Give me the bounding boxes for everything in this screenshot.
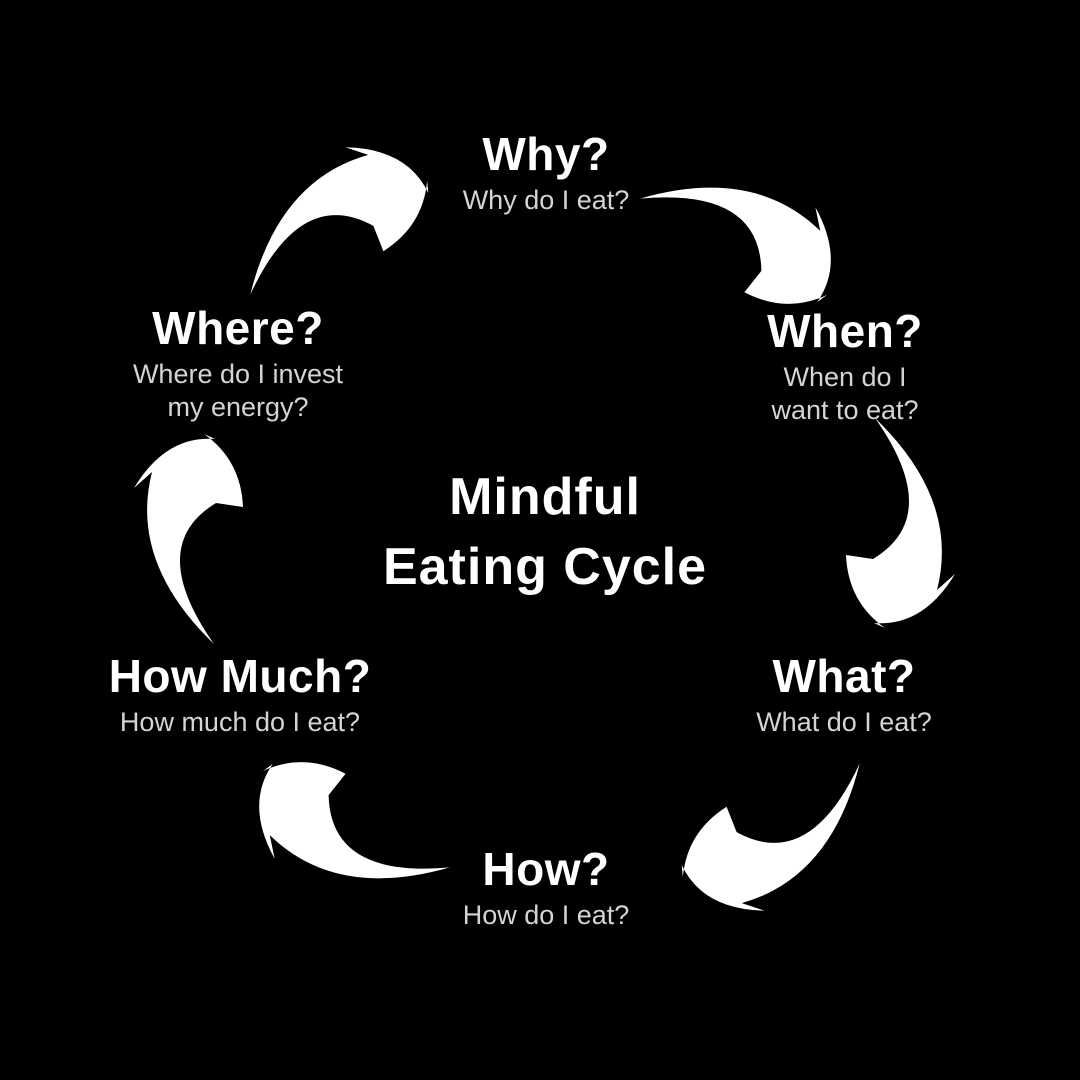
arrow-why-to-when xyxy=(625,129,863,329)
node-what-heading: What? xyxy=(772,650,916,702)
node-where-heading: Where? xyxy=(152,302,324,354)
node-why-subtitle: Why do I eat? xyxy=(462,184,630,215)
node-why-heading: Why? xyxy=(482,128,610,180)
node-why: Why? Why do I eat? xyxy=(463,128,630,217)
arrow-how-to-how-much xyxy=(227,737,465,937)
node-when: When? When do I want to eat? xyxy=(767,305,923,427)
node-how-much-subtitle: How much do I eat? xyxy=(119,706,361,737)
diagram-title-line2: Eating Cycle xyxy=(382,538,708,597)
node-what: What? What do I eat? xyxy=(756,650,932,739)
diagram-title: Mindful Eating Cycle xyxy=(383,462,707,602)
node-when-subtitle: When do I want to eat? xyxy=(771,361,919,425)
arrow-how-much-to-where xyxy=(134,434,243,644)
node-what-subtitle: What do I eat? xyxy=(756,706,932,737)
node-how-much-heading: How Much? xyxy=(108,650,372,702)
diagram-title-line1: Mindful xyxy=(449,468,641,526)
node-when-heading: When? xyxy=(767,305,923,357)
arrow-what-to-how xyxy=(663,738,900,938)
node-where: Where? Where do I invest my energy? xyxy=(133,302,343,424)
node-where-subtitle: Where do I invest my energy? xyxy=(132,358,344,422)
arrow-when-to-what xyxy=(846,418,955,628)
arrow-where-to-why xyxy=(210,120,447,320)
node-how-heading: How? xyxy=(482,843,610,895)
node-how: How? How do I eat? xyxy=(463,843,630,932)
node-how-much: How Much? How much do I eat? xyxy=(109,650,372,739)
node-how-subtitle: How do I eat? xyxy=(462,899,630,930)
